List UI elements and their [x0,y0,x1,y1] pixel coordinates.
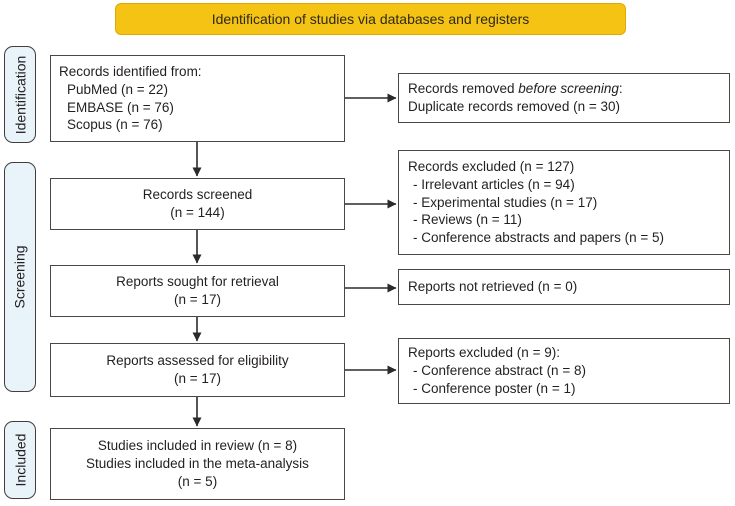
box-line: (n = 5) [177,473,218,489]
box-line: Reports not retrieved (n = 0) [408,279,578,295]
box-line: - Conference abstract (n = 8) [413,363,586,379]
stage-label-text: Identification [12,55,29,134]
box-records-identified: Records identified from: PubMed (n = 22)… [50,55,345,142]
box-line: (n = 17) [174,371,221,386]
box-line: PubMed (n = 22) [67,81,168,97]
box-line: Reports assessed for eligibility [106,353,289,369]
box-line: Reports excluded (n = 9): [408,345,560,361]
box-line: - Conference abstracts and papers (n = 5… [413,230,665,246]
box-line: - Conference poster (n = 1) [413,380,576,396]
stage-label-included: Included [4,421,36,499]
box-line: EMBASE (n = 76) [67,99,174,115]
stage-label-screening: Screening [4,162,36,392]
box-reports-not-retrieved: Reports not retrieved (n = 0) [398,269,730,305]
box-line: (n = 17) [174,292,221,307]
text-segment-italic: before screening [518,81,619,97]
box-line: Records removed before screening: [408,80,720,98]
banner-title: Identification of studies via databases … [115,3,626,35]
box-line: Records screened [142,187,253,203]
text-segment: : [618,81,623,97]
box-line: - Irrelevant articles (n = 94) [413,176,575,192]
text-segment: Records removed [408,81,519,97]
stage-label-identification: Identification [4,46,36,143]
box-line: - Experimental studies (n = 17) [413,194,598,210]
box-records-screened: Records screened (n = 144) [50,178,345,230]
box-line: Studies included in the meta-analysis [86,456,309,472]
box-line: Records excluded (n = 127) [408,158,575,174]
box-records-excluded: Records excluded (n = 127) - Irrelevant … [398,150,730,255]
box-line: Reports sought for retrieval [116,274,279,290]
stage-label-text: Screening [12,245,29,309]
box-line: - Reviews (n = 11) [413,212,522,228]
box-line: (n = 144) [170,205,225,220]
box-reports-assessed: Reports assessed for eligibility (n = 17… [50,343,345,397]
stage-label-text: Included [12,433,28,487]
box-records-removed-before-screening: Records removed before screening: Duplic… [398,73,730,123]
box-line: Scopus (n = 76) [67,117,163,133]
box-studies-included: Studies included in review (n = 8) Studi… [50,428,345,500]
box-reports-excluded: Reports excluded (n = 9): - Conference a… [398,338,730,404]
box-reports-sought: Reports sought for retrieval (n = 17) [50,265,345,317]
box-line: Records identified from: [59,63,202,79]
box-line: Studies included in review (n = 8) [97,438,298,454]
box-line: Duplicate records removed (n = 30) [408,99,620,114]
